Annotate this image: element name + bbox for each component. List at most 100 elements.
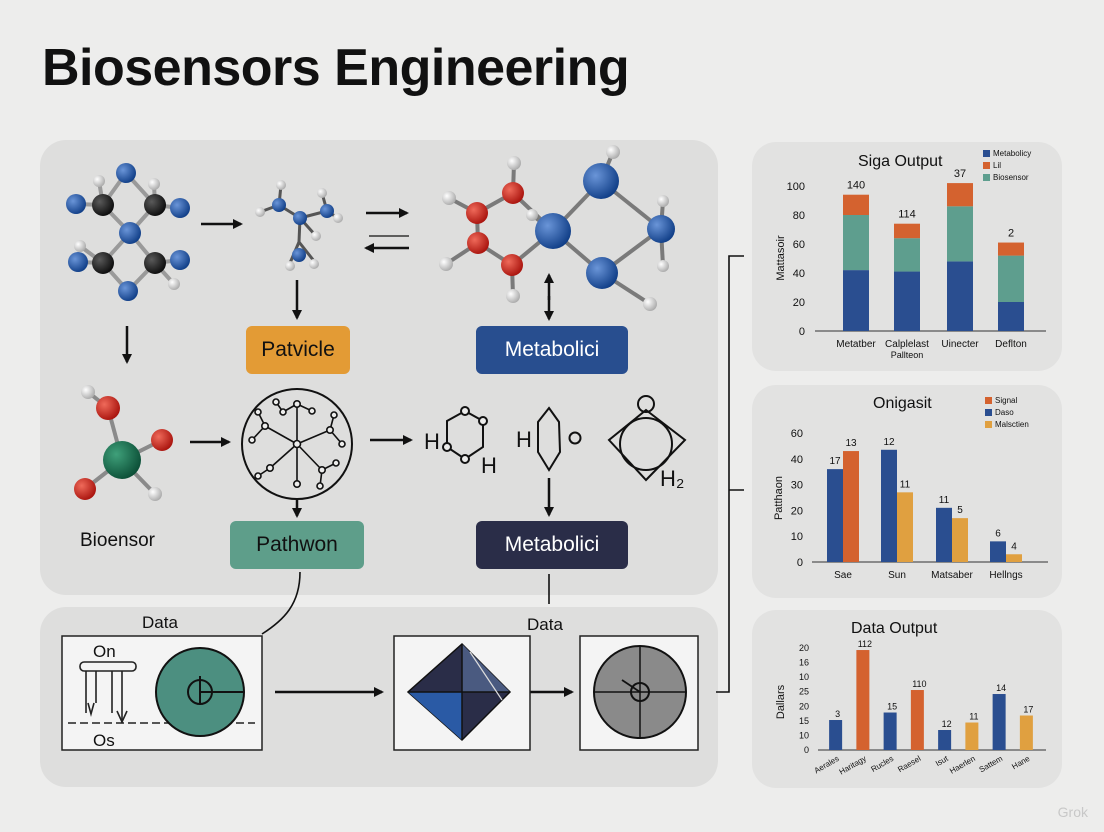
x-tick-label: Matsaber [931,570,973,581]
h-right-label: H [481,453,497,478]
bar [1019,715,1033,750]
hexagon-structure-icon [442,406,488,464]
bar [827,469,843,562]
bar-value-label: 14 [996,683,1006,693]
legend-label: Metabolicy [993,149,1031,158]
y-tick-label: 10 [791,531,803,543]
bar-segment [843,194,869,215]
y-tick-label: 0 [799,326,805,338]
chart-title: Siga Output [858,153,943,170]
bar-value-label: 5 [957,505,963,516]
bar [856,650,870,750]
bar [936,507,952,562]
bar [938,730,952,750]
bar-segment [947,183,973,207]
pathwon-box[interactable]: Pathwon [230,521,364,569]
legend-label: Malsctien [995,420,1029,429]
y-tick-label: 25 [799,687,809,697]
y-tick-label: 10 [799,672,809,682]
data-mid-label: Data [527,615,563,634]
legend-swatch [983,162,990,169]
x-tick-label: Hane [1010,754,1032,772]
bar-value-label: 4 [1011,541,1017,552]
legend-swatch [983,174,990,181]
x-tick-label: Sun [888,570,906,581]
diamond-ring-icon [607,395,687,482]
x-tick-label: Isut [934,754,950,769]
metabolici-bottom-box[interactable]: Metabolici [476,521,628,569]
bar-value-label: 11 [939,495,950,506]
bar-segment [843,215,869,271]
bar-segment [894,223,920,239]
bar-value-label: 140 [847,180,865,192]
connector-line [261,571,301,635]
y-tick-label: 20 [793,297,805,309]
page-title: Biosensors Engineering [42,39,630,97]
h-left-label: H [424,429,440,454]
x-tick-label: Rucles [869,754,895,774]
bar-segment [998,255,1024,302]
data-box-switch [61,635,263,751]
chart-card-data-output [752,610,1062,788]
molecule-ring-icon [439,145,675,311]
bar-value-label: 110 [912,679,926,689]
y-tick-label: 40 [791,454,803,466]
bar [829,720,843,750]
bar-value-label: 15 [887,702,897,712]
watermark: Grok [1057,804,1088,820]
pathway-network-icon [241,388,353,500]
bar-value-label: 17 [829,456,841,467]
bar-value-label: 11 [900,479,911,490]
chart-title: Onigasit [873,395,932,412]
bar [881,449,897,562]
bar [992,694,1006,750]
x-tick-label: Aerales [813,754,841,775]
x-tick-label: Metatber [836,339,876,350]
chart-title: Data Output [851,620,938,637]
bar-value-label: 6 [995,528,1001,539]
legend-swatch [985,421,992,428]
metabolici-top-box[interactable]: Metabolici [476,326,628,374]
x-tick-label: Sae [834,570,852,581]
bar-value-label: 37 [954,168,966,180]
bar-value-label: 114 [898,209,916,221]
y-axis-label: Patthaon [773,476,785,520]
y-axis-label: Mattasoir [775,235,787,281]
legend-swatch [985,397,992,404]
x-tick-label: Pallteon [891,350,924,360]
bar [965,722,979,750]
bar-segment [998,302,1024,331]
molecule-lattice-icon [66,163,190,301]
x-tick-label: Haritagy [838,754,868,777]
x-tick-label: Calplelast [885,339,929,350]
patvicle-box[interactable]: Patvicle [246,326,350,374]
molecule-bioensor-icon [74,385,173,501]
y-tick-label: 100 [787,181,805,193]
bar [990,541,1006,562]
bar-segment [843,270,869,331]
y-tick-label: 0 [804,745,809,755]
y-tick-label: 16 [799,658,809,668]
y-tick-label: 20 [799,701,809,711]
legend-label: Signal [995,396,1017,405]
bracket-connector [716,255,744,693]
bar-value-label: 3 [835,709,840,719]
bar-segment [947,206,973,262]
data-box-dial [579,635,699,751]
y-tick-label: 30 [791,480,803,492]
bioensor-label: Bioensor [80,530,155,551]
bar-segment [998,242,1024,256]
y-tick-label: 20 [799,643,809,653]
bar-value-label: 112 [858,639,872,649]
os-label: Os [93,731,115,750]
data-left-label: Data [142,613,178,632]
bar-segment [947,261,973,331]
bar-value-label: 11 [969,712,978,722]
y-axis-label: Dallars [775,684,787,719]
legend-label: Daso [995,408,1014,417]
on-label: On [93,642,116,661]
bar [952,518,968,562]
y-tick-label: 0 [797,557,803,569]
x-tick-label: Deflton [995,339,1027,350]
